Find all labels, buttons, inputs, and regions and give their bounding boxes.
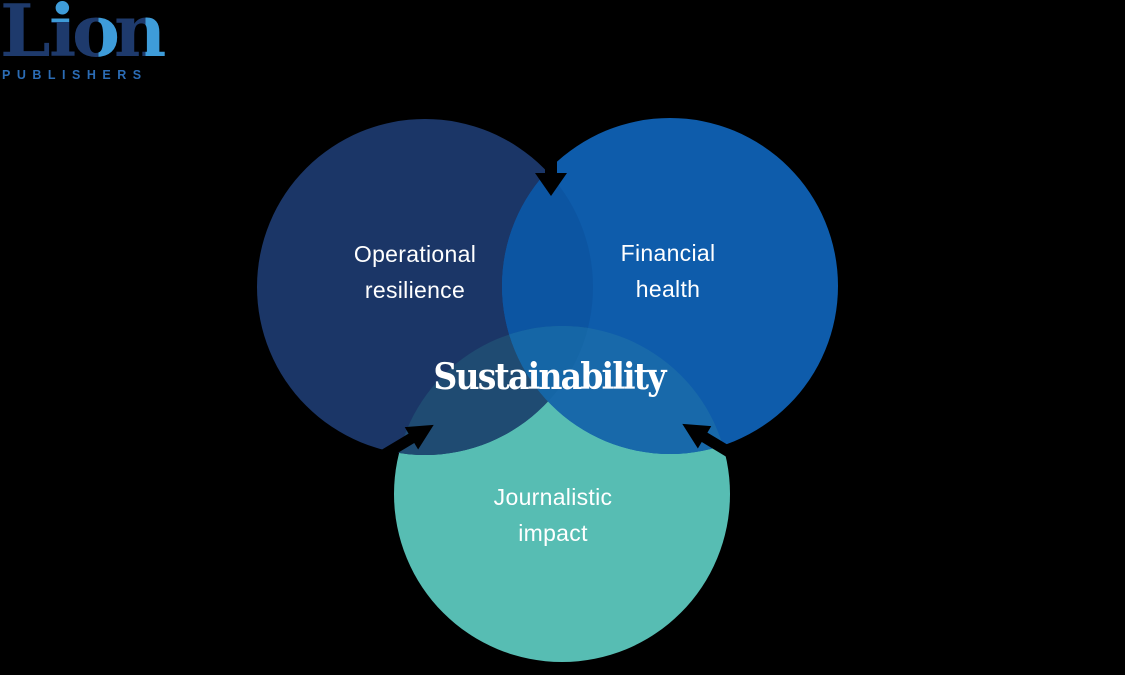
label-financial-line1: Financial <box>620 240 716 266</box>
overlap-financial-journalistic <box>502 326 730 454</box>
label-operational-line1: Operational <box>353 241 477 267</box>
label-journalistic-line1: Journalistic <box>493 484 613 510</box>
arrow-northeast-icon <box>369 424 434 467</box>
label-financial-line2: health <box>635 276 701 302</box>
label-operational-resilience: Operational resilience <box>354 236 476 308</box>
label-journalistic-impact: Journalistic impact <box>494 479 613 551</box>
logo-letter-o: o <box>72 0 120 73</box>
label-financial-health: Financial health <box>621 235 716 307</box>
label-operational-line2: resilience <box>364 277 466 303</box>
logo-publishers-text: PUBLISHERS <box>2 68 148 82</box>
lion-publishers-logo: L i o n PUBLISHERS <box>0 0 166 82</box>
logo-letter-l: L <box>0 0 51 73</box>
logo-letter-n: n <box>114 0 166 73</box>
arrow-down-icon <box>535 153 567 196</box>
logo-letter-i: i <box>49 0 76 73</box>
overlap-operational-journalistic <box>394 326 593 455</box>
sustainability-label: Sustainability <box>433 356 666 398</box>
arrow-northwest-icon <box>682 423 747 466</box>
label-journalistic-line2: impact <box>518 520 588 546</box>
